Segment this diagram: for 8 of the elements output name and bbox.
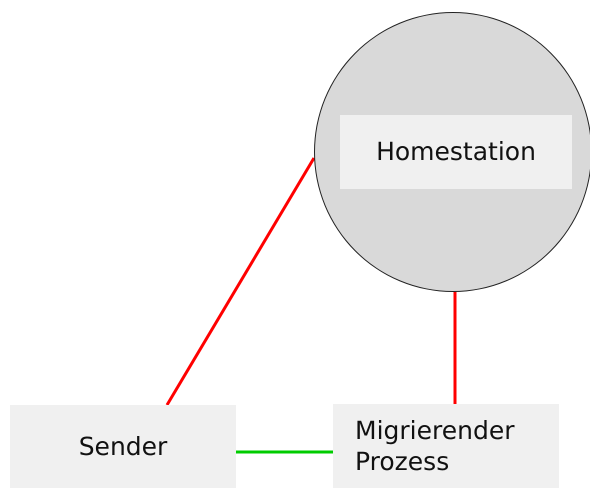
text-box bbox=[10, 405, 236, 488]
connector-line bbox=[236, 450, 333, 454]
connector-line bbox=[454, 292, 456, 404]
node-label: Homestation bbox=[376, 136, 536, 168]
node-label: Sender bbox=[78, 430, 168, 462]
node-label: Migrierender Prozess bbox=[355, 414, 516, 478]
text-box bbox=[333, 404, 559, 488]
connector-line bbox=[166, 157, 316, 406]
